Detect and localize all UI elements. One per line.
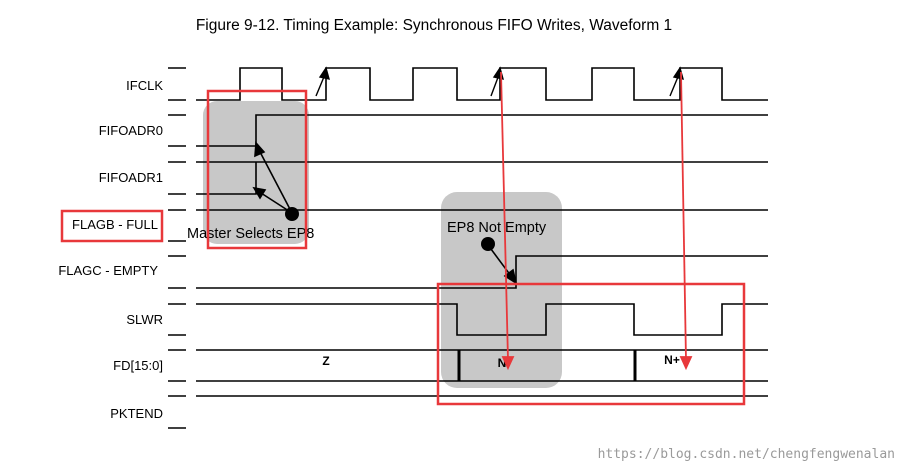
wave-slwr <box>196 303 768 336</box>
annotation-ep8-not-empty: EP8 Not Empty <box>447 220 547 236</box>
signal-label-fifoadr0: FIFOADR0 <box>99 123 163 138</box>
highlight-box-write-window <box>436 282 746 406</box>
signal-label-ifclk: IFCLK <box>126 78 163 93</box>
waveforms <box>196 67 768 397</box>
wave-fifoadr1-low <box>196 162 257 195</box>
wave-fifoadr0 <box>196 114 768 147</box>
annotation-master-selects: Master Selects EP8 <box>187 226 314 242</box>
red-clock-arrows <box>500 71 693 371</box>
ep8-not-empty-shade <box>441 192 562 388</box>
clock-edge-arrows <box>315 66 684 97</box>
signal-label-pktend: PKTEND <box>110 406 163 421</box>
signal-label-slwr: SLWR <box>126 312 163 327</box>
wave-ifclk <box>196 67 768 101</box>
signal-label-fifoadr1: FIFOADR1 <box>99 170 163 185</box>
wave-flagc <box>196 255 768 289</box>
bus-value-n: N <box>498 356 507 370</box>
signal-label-fd: FD[15:0] <box>113 358 163 373</box>
signal-label-flagb-full: FLAGB - FULL <box>72 217 158 232</box>
figure-title: Figure 9-12. Timing Example: Synchronous… <box>196 17 672 34</box>
bus-value-z: Z <box>322 354 329 368</box>
signal-label-flagc-empty: FLAGC - EMPTY <box>58 263 158 278</box>
ep8-arrow <box>487 244 518 285</box>
bus-value-n-plus: N+ <box>664 353 680 367</box>
flagb-label-highlight <box>60 209 164 243</box>
master-select-dot <box>285 207 299 221</box>
ep8-dot <box>481 237 495 251</box>
label-ticks <box>168 67 186 429</box>
watermark: https://blog.csdn.net/chengfengwenalan <box>598 447 895 462</box>
highlight-box-master-select <box>206 89 308 250</box>
